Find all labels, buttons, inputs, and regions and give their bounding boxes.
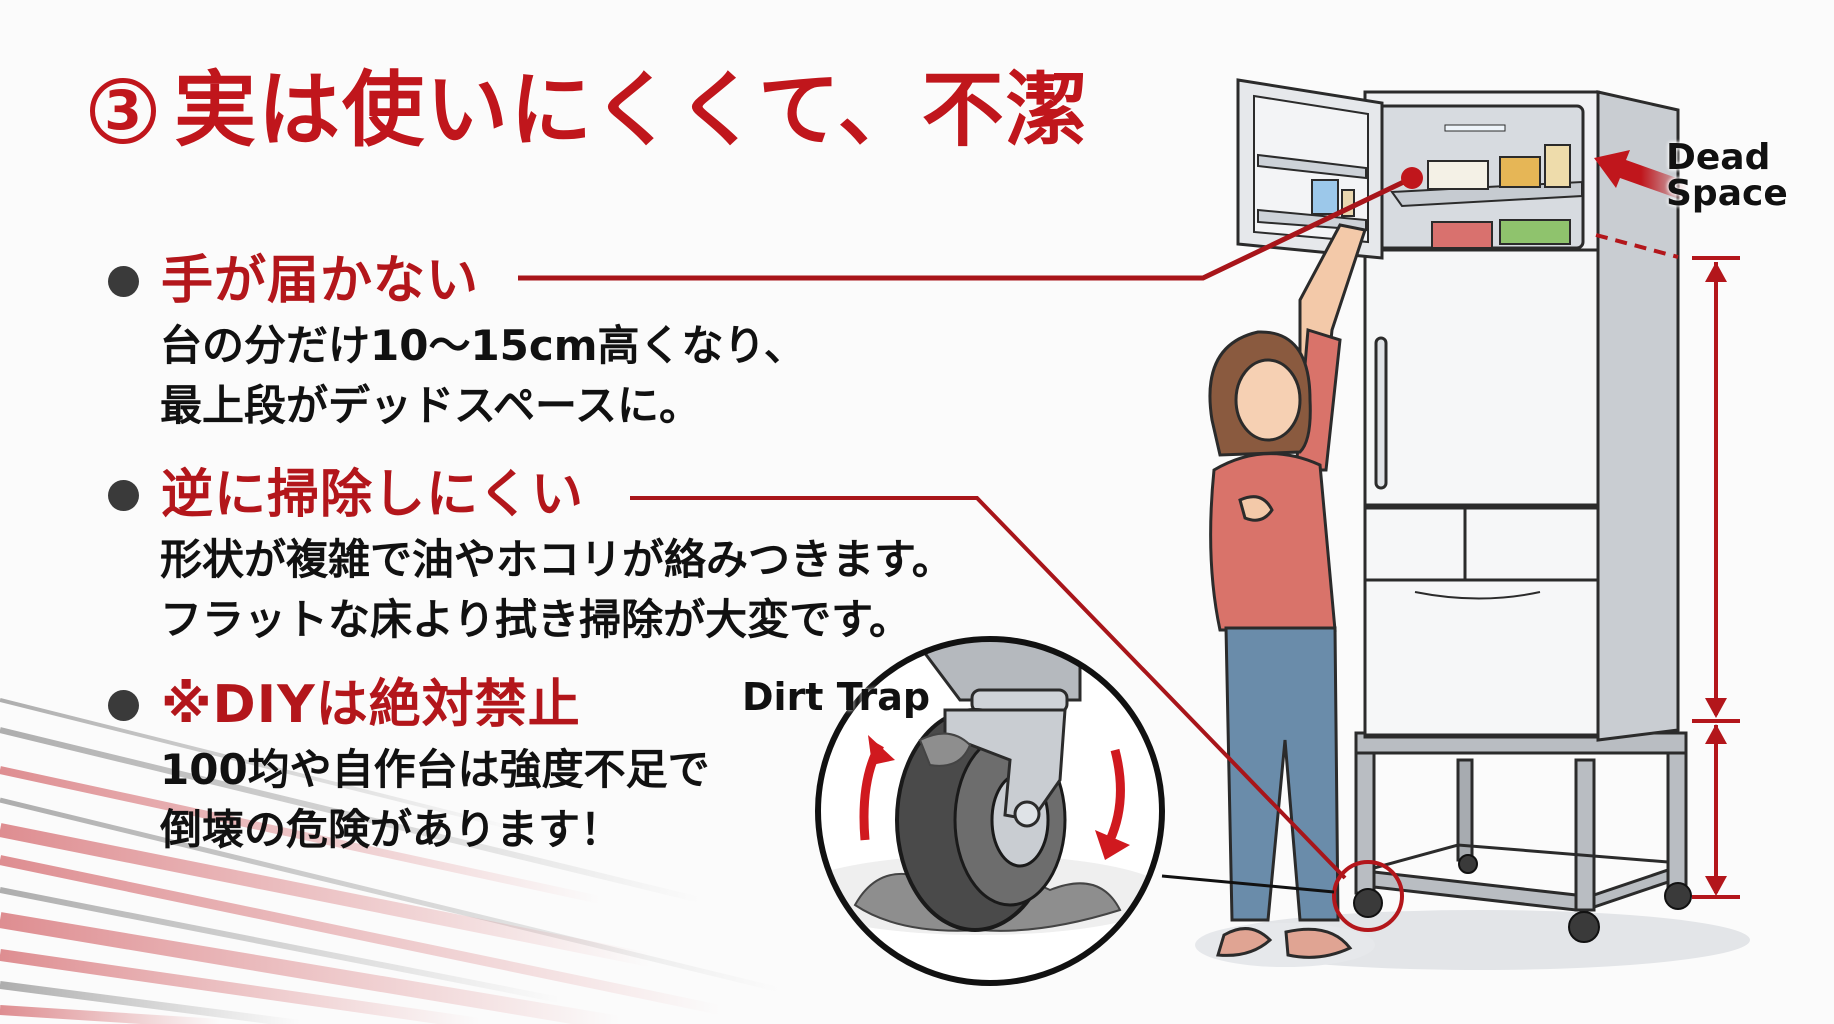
woman-figure xyxy=(1195,223,1375,967)
bullet-icon xyxy=(108,265,139,297)
dead-space-label-line1: Dead xyxy=(1666,137,1771,178)
leader-lines xyxy=(518,167,1423,932)
point-no-diy: ※DIYは絶対禁止 100均や自作台は強度不足で 倒壊の危険があります！ xyxy=(108,676,710,860)
section-heading: ※DIYは絶対禁止 xyxy=(161,675,581,735)
point-hard-to-reach: 手が届かない 台の分だけ10〜15cm高くなり、 最上段がデッドスペースに。 xyxy=(108,252,806,436)
section-heading: 手が届かない xyxy=(161,251,480,311)
section-text-line: 100均や自作台は強度不足で xyxy=(160,745,710,794)
section-text-line: 最上段がデッドスペースに。 xyxy=(160,381,701,430)
height-dimension xyxy=(1692,256,1740,899)
section-text-line: 倒壊の危険があります！ xyxy=(160,805,623,854)
dead-space-label: Dead Space xyxy=(1666,140,1788,212)
title-text: 実は使いにくくて、不潔 xyxy=(174,63,1090,158)
dead-space-label-line2: Space xyxy=(1666,173,1788,214)
fridge-stand xyxy=(1354,731,1688,912)
refrigerator xyxy=(1363,90,1680,742)
section-text-line: 台の分だけ10〜15cm高くなり、 xyxy=(160,321,806,370)
section-text-line: フラットな床より拭き掃除が大変です。 xyxy=(160,595,911,644)
page-title: 3 実は使いにくくて、不潔 xyxy=(90,70,1090,152)
step-number-badge: 3 xyxy=(90,78,156,144)
caster-wheels xyxy=(1353,854,1692,943)
dead-space-arrow xyxy=(1594,150,1688,259)
speed-lines-decoration xyxy=(0,698,781,1024)
point-hard-to-clean: 逆に掃除しにくい 形状が複雑で油やホコリが絡みつきます。 フラットな床より拭き掃… xyxy=(108,466,954,650)
section-text-line: 形状が複雑で油やホコリが絡みつきます。 xyxy=(160,535,954,584)
section-heading: 逆に掃除しにくい xyxy=(161,465,584,525)
bullet-icon xyxy=(108,689,139,721)
dirt-trap-label: Dirt Trap xyxy=(742,675,931,719)
bullet-icon xyxy=(108,479,139,511)
